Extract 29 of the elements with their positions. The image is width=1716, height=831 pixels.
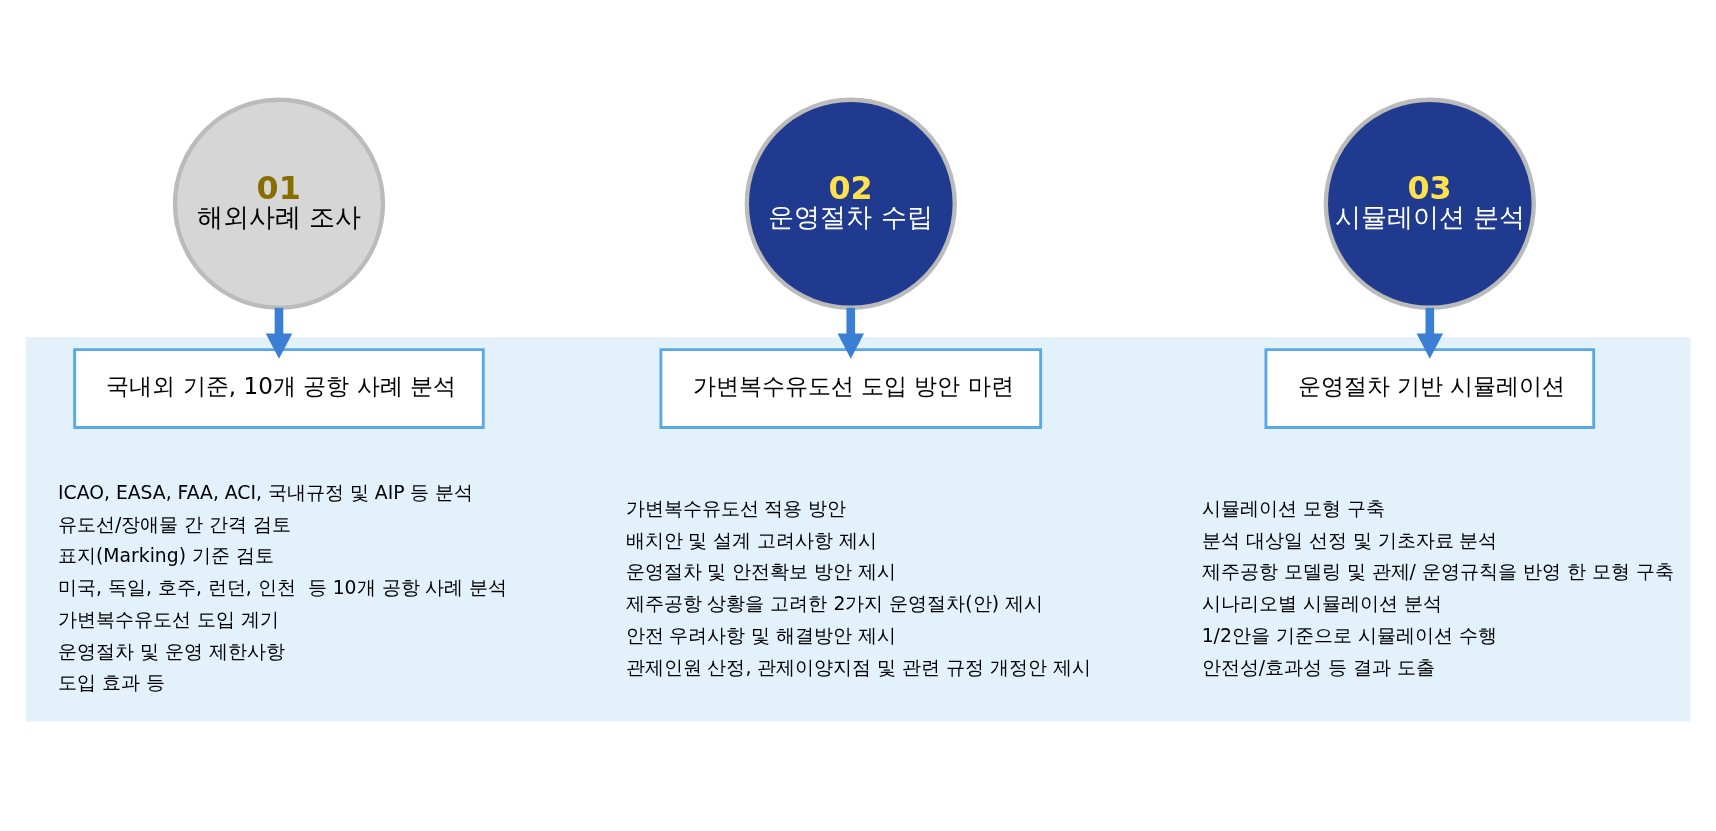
node-label: 관제인원 산정, 관제이양지점 및 관련 규정 개정안 제시 [625, 656, 1092, 678]
node-label: 가변복수유도선 적용 방안 [625, 497, 847, 519]
node-circle: 01 해외사례 조사 [172, 97, 386, 310]
node-label: 배치안 및 설계 고려사항 제시 [625, 529, 878, 551]
node-label: 표지(Marking) 기준 검토 [58, 544, 274, 566]
node-box: 국내외 기준, 10개 공항 사례 분석 [73, 347, 485, 429]
arrow [1416, 307, 1444, 359]
node-label: 제주공항 모델링 및 관제/ 운영규칙을 반영 한 모형 구축 [1201, 560, 1674, 582]
node-circle: 02 운영절차 수립 [744, 97, 957, 310]
node-label: 도입 효과 등 [58, 671, 165, 693]
cluster [25, 336, 1691, 721]
node-label: 안전성/효과성 등 결과 도출 [1201, 656, 1435, 678]
node-label: 가변복수유도선 도입 계기 [58, 608, 279, 630]
node-label: ICAO, EASA, FAA, ACI, 국내규정 및 AIP 등 분석 [58, 481, 474, 503]
node-label: 안전 우려사항 및 해결방안 제시 [625, 624, 897, 646]
node-label: 운영절차 및 안전확보 방안 제시 [625, 560, 897, 582]
arrow [265, 307, 293, 359]
node-box: 가변복수유도선 도입 방안 마련 [659, 347, 1043, 429]
node-circle: 03 시뮬레이션 분석 [1323, 97, 1536, 310]
node-label: 제주공항 상황을 고려한 2가지 운영절차(안) 제시 [625, 592, 1043, 614]
node-label: 미국, 독일, 호주, 런던, 인천 등 10개 공항 사례 분석 [58, 576, 508, 598]
node-label: 시나리오별 시뮬레이션 분석 [1201, 592, 1442, 614]
node-label: 시뮬레이션 모형 구축 [1201, 497, 1385, 519]
node-box: 운영절차 기반 시뮬레이션 [1264, 347, 1596, 429]
node-label: 분석 대상일 선정 및 기초자료 분석 [1201, 529, 1498, 551]
node-label: 유도선/장애물 간 간격 검토 [58, 513, 292, 535]
node-label: 1/2안을 기준으로 시뮬레이션 수행 [1201, 624, 1497, 646]
arrow [837, 307, 864, 359]
node-label: 운영절차 및 운영 제한사항 [58, 640, 285, 662]
